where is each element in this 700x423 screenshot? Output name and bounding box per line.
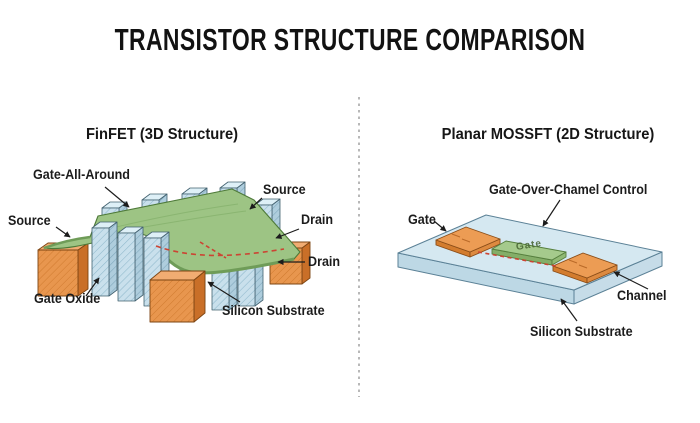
label-silicon-substrate-left: Silicon Substrate [222, 303, 325, 318]
label-gate-over-channel-control: Gate-Over-Chamel Control [489, 182, 648, 197]
arrow-source-right [249, 197, 263, 210]
planar-arrows [433, 199, 649, 322]
arrow-channel [613, 271, 649, 290]
arrow-gate-all-around [104, 186, 130, 208]
page-title: TRANSISTOR STRUCTURE COMPARISON [114, 22, 586, 57]
planar-gate-pad [435, 226, 501, 258]
arrow-drain-upper [275, 228, 300, 239]
label-source-left: Source [8, 213, 51, 228]
arrow-gate-over-channel [542, 199, 561, 227]
finfet-illustration [37, 181, 311, 323]
left-panel-heading: FinFET (3D Structure) [85, 126, 239, 143]
label-channel: Channel [617, 288, 667, 303]
label-gate: Gate [408, 212, 436, 227]
planar-illustration [397, 199, 663, 322]
finfet-arrows [55, 186, 305, 303]
finfet-channel-dashes [155, 241, 285, 259]
arrow-gate [433, 220, 447, 232]
arrow-gate-oxide [85, 277, 100, 297]
label-gate-all-around: Gate-All-Around [33, 167, 130, 182]
finfet-drain-contact-front [149, 270, 206, 323]
arrow-silicon-substrate-right [560, 298, 578, 322]
label-silicon-substrate-right: Silicon Substrate [530, 324, 633, 339]
arrow-source-left [55, 226, 71, 238]
finfet-source-contact [37, 242, 89, 297]
right-panel-heading: Planar MOSSFT (2D Structure) [441, 126, 655, 143]
label-gate-oxide: Gate Oxide [34, 291, 101, 306]
label-source-right: Source [263, 182, 306, 197]
planar-channel-dashes [477, 251, 557, 267]
label-drain-upper: Drain [301, 212, 334, 227]
label-drain-lower: Drain [308, 254, 341, 269]
arrow-silicon-substrate-left [207, 281, 241, 303]
planar-channel-pad [552, 252, 618, 284]
